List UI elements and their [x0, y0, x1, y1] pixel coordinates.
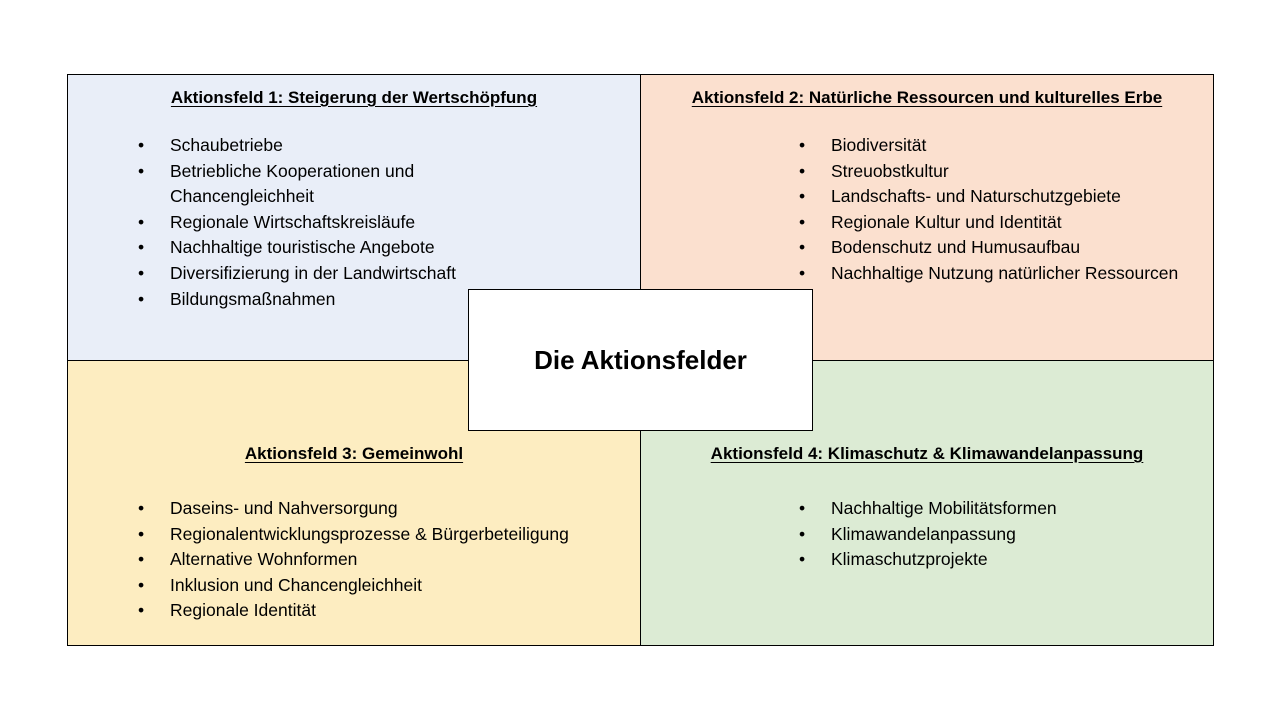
list-item: Nachhaltige Nutzung natürlicher Ressourc… [799, 261, 1179, 287]
list-item: Regionale Kultur und Identität [799, 210, 1179, 236]
list-item: Betriebliche Kooperationen und Chancengl… [138, 159, 478, 210]
center-title: Die Aktionsfelder [534, 344, 747, 375]
list-item: Inklusion und Chancengleichheit [138, 573, 618, 599]
action-field-2-heading: Aktionsfeld 2: Natürliche Ressourcen und… [691, 88, 1163, 107]
list-item: Alternative Wohnformen [138, 547, 618, 573]
list-item: Streuobstkultur [799, 159, 1179, 185]
action-fields-grid: Aktionsfeld 1: Steigerung der Wertschöpf… [67, 74, 1214, 646]
action-field-1-heading: Aktionsfeld 1: Steigerung der Wertschöpf… [170, 88, 538, 107]
action-field-3-heading: Aktionsfeld 3: Gemeinwohl [244, 444, 464, 463]
action-field-3-list: Daseins- und Nahversorgung Regionalentwi… [138, 496, 618, 624]
action-field-4-heading: Aktionsfeld 4: Klimaschutz & Klimawandel… [710, 444, 1144, 463]
list-item: Regionale Identität [138, 598, 618, 624]
list-item: Klimawandelanpassung [799, 522, 1059, 548]
list-item: Regionale Wirtschaftskreisläufe [138, 210, 478, 236]
list-item: Regionalentwicklungsprozesse & Bürgerbet… [138, 522, 618, 548]
list-item: Schaubetriebe [138, 133, 478, 159]
list-item: Nachhaltige Mobilitätsformen [799, 496, 1059, 522]
list-item: Biodiversität [799, 133, 1179, 159]
action-field-4-list: Nachhaltige Mobilitätsformen Klimawandel… [799, 496, 1059, 573]
list-item: Daseins- und Nahversorgung [138, 496, 618, 522]
action-field-2-list: Biodiversität Streuobstkultur Landschaft… [799, 133, 1179, 287]
list-item: Landschafts- und Naturschutzgebiete [799, 184, 1179, 210]
list-item: Diversifizierung in der Landwirtschaft [138, 261, 478, 287]
action-field-1-list: Schaubetriebe Betriebliche Kooperationen… [138, 133, 478, 312]
list-item: Nachhaltige touristische Angebote [138, 235, 478, 261]
center-title-box: Die Aktionsfelder [468, 289, 813, 431]
list-item: Bodenschutz und Humusaufbau [799, 235, 1179, 261]
list-item: Klimaschutzprojekte [799, 547, 1059, 573]
list-item: Bildungsmaßnahmen [138, 287, 478, 313]
